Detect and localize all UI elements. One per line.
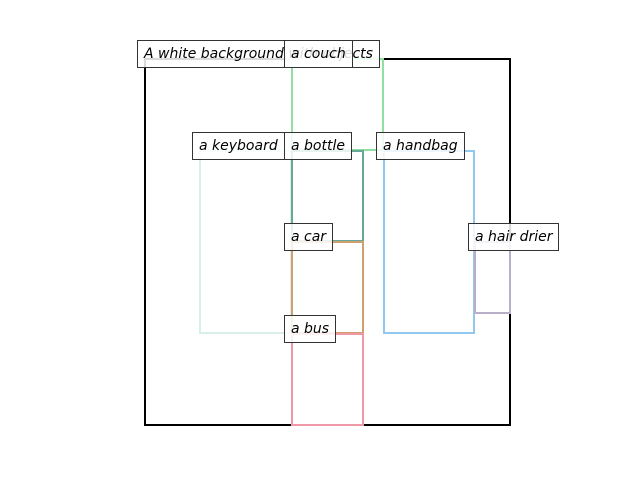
bottle-label: a bottle	[284, 132, 352, 160]
keyboard-label: a keyboard	[192, 132, 285, 160]
car-label: a car	[284, 223, 334, 251]
handbag-box	[383, 150, 475, 334]
hair-drier-label: a hair drier	[468, 223, 560, 251]
hair-drier-box	[474, 241, 511, 314]
bus-label: a bus	[284, 315, 337, 343]
handbag-label: a handbag	[376, 132, 465, 160]
keyboard-box	[199, 150, 292, 334]
couch-label: a couch	[284, 40, 353, 68]
bus-box	[291, 333, 364, 426]
